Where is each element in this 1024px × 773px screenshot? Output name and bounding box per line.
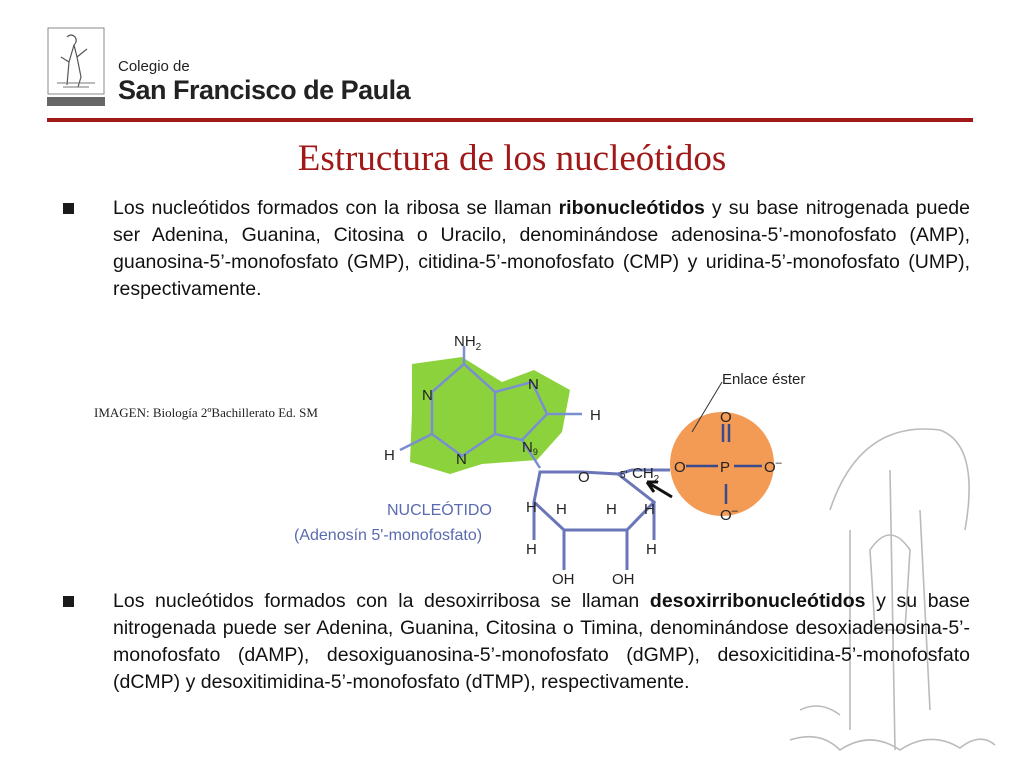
caption-subtitle: (Adenosín 5'-monofosfato): [294, 527, 482, 544]
label-o-link: O: [674, 459, 686, 476]
label-enlace-ester: Enlace éster: [722, 371, 805, 388]
bullet2-bold-term: desoxirribonucleótidos: [649, 590, 866, 612]
bullet2-text-b: y su base nitrogenada puede ser Adenina,…: [113, 590, 970, 693]
label-ch2: CH2: [632, 465, 660, 485]
label-p: P: [720, 459, 730, 476]
bullet1-text-a: Los nucleótidos formados con la ribosa s…: [113, 197, 559, 219]
label-h8: H: [590, 407, 601, 424]
caption-title: NUCLEÓTIDO: [387, 500, 492, 519]
label-nh2: NH2: [454, 333, 482, 353]
label-o-double: O: [720, 409, 732, 426]
bullet1-bold-term: ribonucleótidos: [558, 197, 705, 219]
school-name-line2: San Francisco de Paula: [118, 75, 411, 105]
label-h3-sugar: H: [606, 501, 617, 518]
phosphate-group-shape: [670, 412, 774, 516]
label-oh-2: OH: [552, 571, 575, 588]
label-h1b: H: [526, 541, 537, 558]
label-h2-sugar: H: [556, 501, 567, 518]
school-logo: [47, 27, 105, 107]
bullet1-text-b: y su base nitrogenada puede ser Adenina,…: [113, 197, 970, 300]
label-n3: N: [456, 451, 467, 468]
label-h2: H: [384, 447, 395, 464]
label-o-ring: O: [578, 469, 590, 486]
adenine-base-shape: [410, 357, 570, 474]
label-h4b: H: [646, 541, 657, 558]
label-n9: N9: [522, 439, 538, 457]
school-name: Colegio de San Francisco de Paula: [118, 58, 411, 105]
school-name-line1: Colegio de: [118, 58, 190, 75]
label-oh-3: OH: [612, 571, 635, 588]
label-h4: H: [644, 501, 655, 518]
label-n7: N: [528, 376, 539, 393]
label-o-minus-bottom: O–: [720, 505, 739, 524]
label-n1: N: [422, 387, 433, 404]
bullet-paragraph-deoxyribonucleotides: Los nucleótidos formados con la desoxirr…: [113, 588, 970, 696]
bullet-marker: [63, 203, 74, 214]
bullet-marker: [63, 596, 74, 607]
bullet-paragraph-ribonucleotides: Los nucleótidos formados con la ribosa s…: [113, 195, 970, 303]
label-o-minus-right: O–: [764, 457, 783, 476]
label-5prime: 5': [620, 470, 628, 481]
header-divider: [47, 118, 973, 122]
slide-title: Estructura de los nucleótidos: [297, 138, 727, 179]
label-h1: H: [526, 499, 537, 516]
image-credit: IMAGEN: Biología 2ºBachillerato Ed. SM: [94, 405, 318, 420]
bullet2-text-a: Los nucleótidos formados con la desoxirr…: [113, 590, 650, 612]
seal-watermark: [780, 410, 1010, 768]
nucleotide-diagram: NH2 N N H N N9 H O H H H H H H OH OH: [282, 322, 982, 592]
